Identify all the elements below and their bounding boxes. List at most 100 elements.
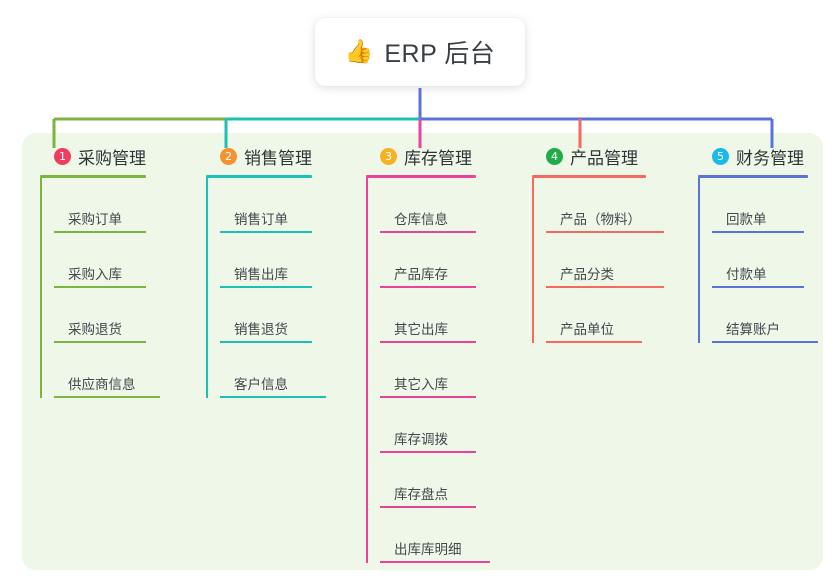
- branch-header-1[interactable]: 1 采购管理: [40, 144, 146, 168]
- leaf-item[interactable]: 仓库信息: [380, 178, 476, 233]
- branch-header-2[interactable]: 2 销售管理: [206, 144, 312, 168]
- leaf-spine-3: [366, 178, 368, 563]
- leaf-item[interactable]: 库存盘点: [380, 453, 476, 508]
- leaf-item-label: 销售订单: [234, 212, 288, 227]
- branch-panel: [22, 133, 823, 570]
- leaf-item-rule: [54, 231, 146, 233]
- branch-title-3: 库存管理: [404, 148, 472, 168]
- leaf-list-5: 回款单付款单结算账户: [698, 178, 818, 343]
- leaf-item-label: 供应商信息: [68, 377, 136, 392]
- branch-header-rule-3: [366, 175, 476, 178]
- leaf-item-rule: [546, 341, 642, 343]
- branch-header-rule-5: [698, 175, 808, 178]
- leaf-item-label: 仓库信息: [394, 212, 448, 227]
- page-title: ERP 后台: [384, 40, 496, 68]
- leaf-spine-1: [40, 178, 42, 398]
- leaf-item[interactable]: 库存调拨: [380, 398, 476, 453]
- leaf-list-1: 采购订单采购入库采购退货供应商信息: [40, 178, 160, 398]
- leaf-item-rule: [54, 396, 160, 398]
- leaf-item[interactable]: 产品（物料）: [546, 178, 664, 233]
- leaf-item[interactable]: 其它入库: [380, 343, 476, 398]
- leaf-item[interactable]: 销售出库: [220, 233, 312, 288]
- leaf-item-rule: [712, 231, 804, 233]
- leaf-item[interactable]: 其它出库: [380, 288, 476, 343]
- leaf-item-label: 其它入库: [394, 377, 448, 392]
- root-node-content: 👍 ERP 后台: [345, 34, 496, 70]
- branch-title-2: 销售管理: [244, 148, 312, 168]
- leaf-item-rule: [220, 341, 312, 343]
- leaf-item[interactable]: 采购订单: [54, 178, 146, 233]
- leaf-spine-2: [206, 178, 208, 398]
- leaf-item-label: 回款单: [726, 212, 767, 227]
- leaf-item-label: 产品库存: [394, 267, 448, 282]
- branch-column-5: 5 财务管理回款单付款单结算账户: [698, 144, 818, 343]
- leaf-item[interactable]: 销售退货: [220, 288, 312, 343]
- leaf-list-2: 销售订单销售出库销售退货客户信息: [206, 178, 326, 398]
- branch-badge-1: 1: [54, 147, 71, 165]
- leaf-item[interactable]: 客户信息: [220, 343, 326, 398]
- leaf-item-label: 付款单: [726, 267, 767, 282]
- leaf-item[interactable]: 结算账户: [712, 288, 818, 343]
- branch-header-5[interactable]: 5 财务管理: [698, 144, 808, 168]
- leaf-item-label: 销售退货: [234, 322, 288, 337]
- leaf-item-label: 采购退货: [68, 322, 122, 337]
- leaf-item-label: 客户信息: [234, 377, 288, 392]
- leaf-item[interactable]: 销售订单: [220, 178, 312, 233]
- leaf-item-label: 产品（物料）: [560, 212, 641, 227]
- root-node[interactable]: 👍 ERP 后台: [315, 18, 525, 86]
- leaf-item-label: 库存调拨: [394, 432, 448, 447]
- leaf-item[interactable]: 采购退货: [54, 288, 146, 343]
- leaf-item-label: 产品单位: [560, 322, 614, 337]
- leaf-item-label: 结算账户: [726, 322, 780, 337]
- leaf-item-rule: [220, 286, 312, 288]
- branch-badge-5: 5: [712, 147, 729, 165]
- leaf-item-rule: [220, 396, 326, 398]
- leaf-item-label: 库存盘点: [394, 487, 448, 502]
- leaf-item-label: 采购订单: [68, 212, 122, 227]
- leaf-item-label: 其它出库: [394, 322, 448, 337]
- thumbs-up-icon: 👍: [344, 37, 374, 64]
- branch-header-3[interactable]: 3 库存管理: [366, 144, 476, 168]
- leaf-item[interactable]: 产品分类: [546, 233, 664, 288]
- leaf-item-label: 采购入库: [68, 267, 122, 282]
- leaf-item-rule: [380, 396, 476, 398]
- leaf-item[interactable]: 付款单: [712, 233, 808, 288]
- leaf-item-rule: [380, 231, 476, 233]
- leaf-item-rule: [712, 341, 818, 343]
- leaf-item[interactable]: 出库库明细: [380, 508, 490, 563]
- leaf-item-rule: [546, 286, 664, 288]
- branch-column-3: 3 库存管理仓库信息产品库存其它出库其它入库库存调拨库存盘点出库库明细: [366, 144, 490, 563]
- leaf-item-rule: [380, 286, 476, 288]
- leaf-item[interactable]: 产品单位: [546, 288, 646, 343]
- branch-badge-2: 2: [220, 147, 237, 165]
- leaf-item-label: 出库库明细: [394, 542, 462, 557]
- leaf-item[interactable]: 采购入库: [54, 233, 146, 288]
- leaf-item-rule: [380, 341, 476, 343]
- leaf-item-rule: [54, 341, 146, 343]
- leaf-item-rule: [546, 231, 664, 233]
- branch-title-5: 财务管理: [736, 148, 804, 168]
- branch-column-1: 1 采购管理采购订单采购入库采购退货供应商信息: [40, 144, 160, 398]
- leaf-item-rule: [380, 561, 490, 563]
- branch-column-2: 2 销售管理销售订单销售出库销售退货客户信息: [206, 144, 326, 398]
- leaf-item-rule: [712, 286, 804, 288]
- leaf-item-rule: [54, 286, 146, 288]
- branch-header-rule-2: [206, 175, 312, 178]
- branch-header-rule-4: [532, 175, 646, 178]
- branch-title-1: 采购管理: [78, 148, 146, 168]
- leaf-item-label: 产品分类: [560, 267, 614, 282]
- leaf-item-label: 销售出库: [234, 267, 288, 282]
- branch-badge-3: 3: [380, 147, 397, 165]
- leaf-item-rule: [380, 451, 476, 453]
- leaf-item[interactable]: 回款单: [712, 178, 808, 233]
- branch-badge-4: 4: [546, 147, 563, 165]
- leaf-item[interactable]: 产品库存: [380, 233, 476, 288]
- leaf-item[interactable]: 供应商信息: [54, 343, 160, 398]
- leaf-spine-4: [532, 178, 534, 343]
- leaf-list-3: 仓库信息产品库存其它出库其它入库库存调拨库存盘点出库库明细: [366, 178, 490, 563]
- leaf-spine-5: [698, 178, 700, 343]
- leaf-item-rule: [380, 506, 476, 508]
